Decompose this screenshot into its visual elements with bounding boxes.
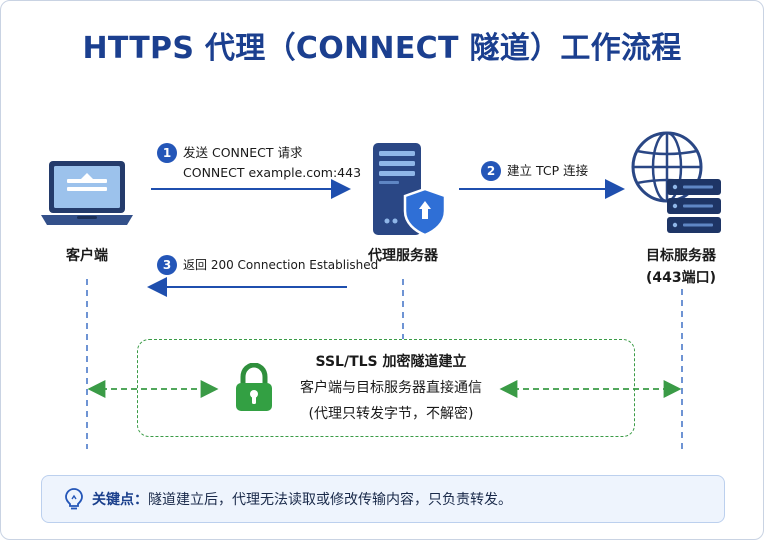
step-2: 2 建立 TCP 连接	[481, 161, 588, 181]
step-1-number: 1	[157, 143, 177, 163]
tunnel-line-1: SSL/TLS 加密隧道建立	[315, 354, 467, 370]
key-point-label: 关键点：	[92, 492, 148, 508]
laptop-icon	[41, 161, 133, 225]
key-point-text: 隧道建立后，代理无法读取或修改传输内容，只负责转发。	[148, 492, 512, 508]
target-label-line2: (443端口)	[645, 270, 717, 286]
proxy-server-shield-icon	[373, 143, 447, 237]
step-3-text: 返回 200 Connection Established	[183, 258, 379, 272]
step-2-text: 建立 TCP 连接	[507, 163, 589, 178]
client-label: 客户端	[66, 248, 108, 264]
lock-icon	[236, 363, 272, 411]
step-1-detail: CONNECT example.com:443	[183, 165, 362, 180]
tunnel-line-2: 客户端与目标服务器直接通信	[300, 380, 482, 396]
diagram-title: HTTPS 代理（CONNECT 隧道）工作流程	[82, 31, 682, 66]
step-3: 3 返回 200 Connection Established	[157, 255, 378, 275]
key-point-banner: 关键点： 隧道建立后，代理无法读取或修改传输内容，只负责转发。	[41, 475, 725, 523]
step-1: 1 发送 CONNECT 请求 CONNECT example.com:443	[157, 143, 361, 183]
target-label-line1: 目标服务器	[646, 248, 716, 264]
step-1-text: 发送 CONNECT 请求	[183, 145, 303, 160]
proxy-label: 代理服务器	[368, 248, 438, 264]
step-3-number: 3	[157, 255, 177, 275]
tunnel-line-3: (代理只转发字节，不解密)	[308, 406, 474, 422]
tunnel-description: SSL/TLS 加密隧道建立 客户端与目标服务器直接通信 (代理只转发字节，不解…	[261, 349, 521, 427]
globe-server-icon	[631, 131, 721, 233]
lightbulb-icon	[65, 488, 83, 510]
step-2-number: 2	[481, 161, 501, 181]
